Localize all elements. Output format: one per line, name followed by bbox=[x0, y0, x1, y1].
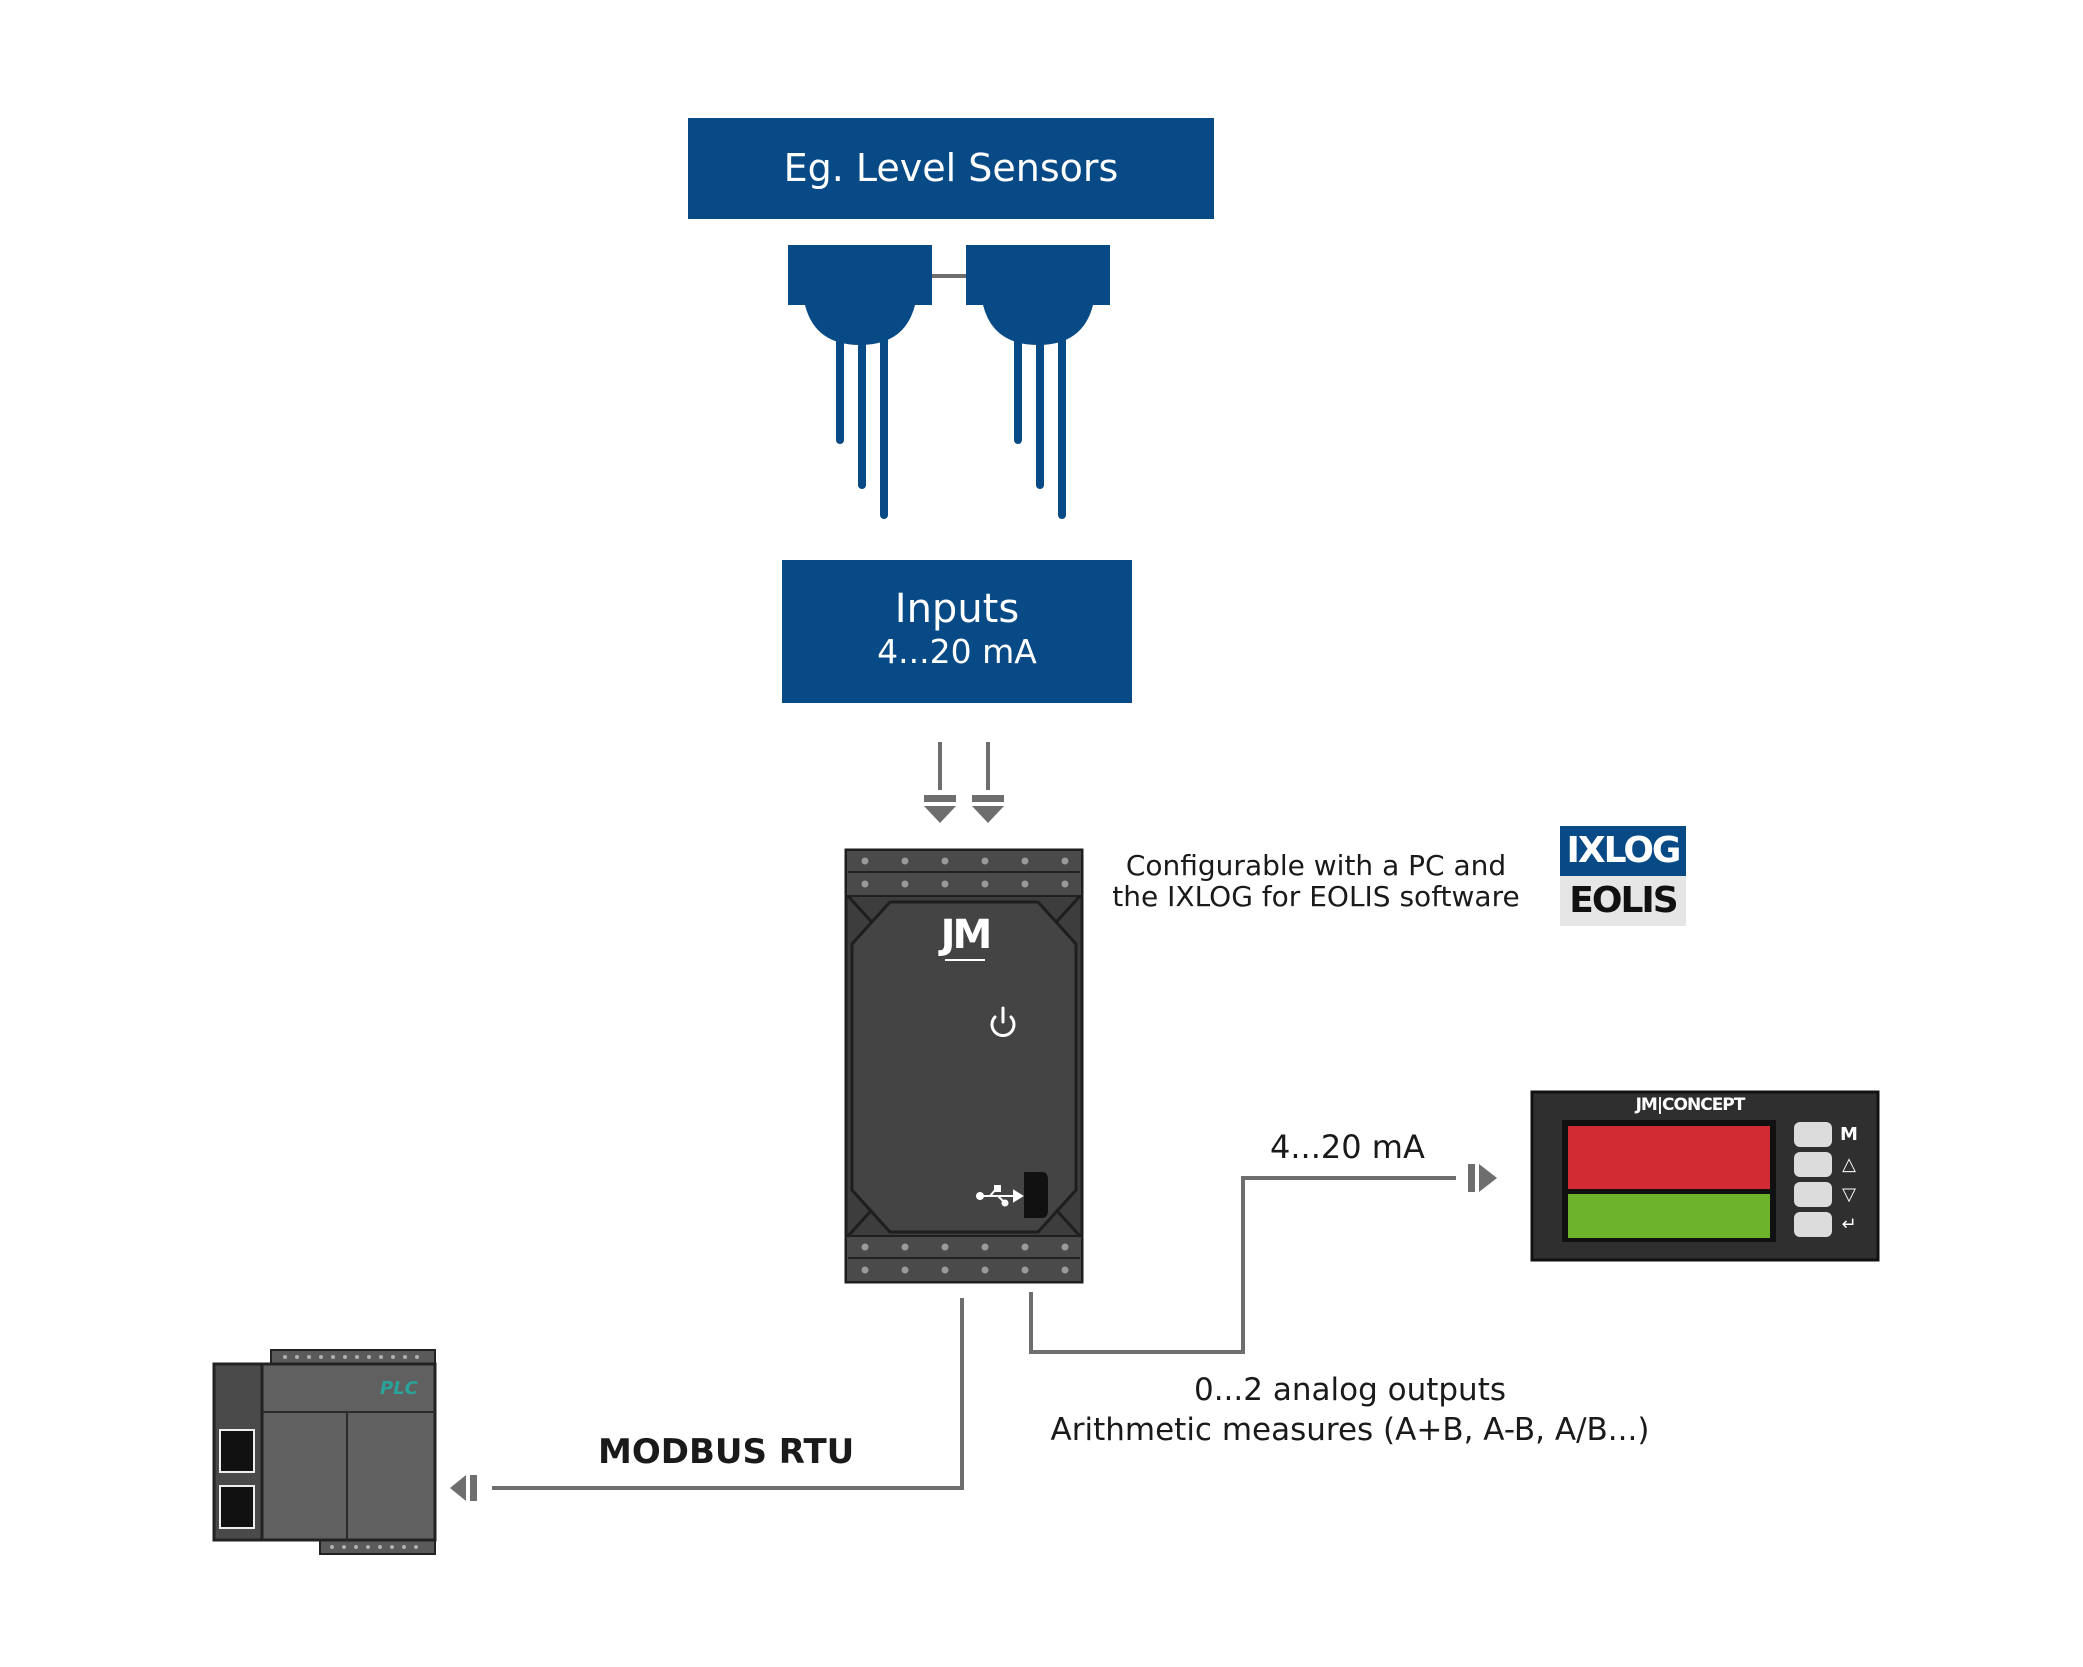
display-button-up: △ bbox=[1842, 1154, 1856, 1175]
analog-link-label: 4...20 mA bbox=[1270, 1128, 1425, 1166]
power-icon bbox=[990, 1006, 1016, 1037]
display-button-enter: ↵ bbox=[1841, 1214, 1857, 1235]
device-brand: JM bbox=[940, 912, 993, 958]
sensors-box-title: Eg. Level Sensors bbox=[783, 146, 1119, 190]
config-note: Configurable with a PC and the IXLOG for… bbox=[1100, 850, 1532, 912]
plc-label: PLC bbox=[380, 1378, 418, 1399]
input-arrows bbox=[924, 742, 1004, 823]
display-button-down: ▽ bbox=[1842, 1184, 1856, 1205]
ixlog-eolis-logo: IXLOG EOLIS bbox=[1560, 826, 1686, 926]
usb-icon bbox=[976, 1185, 1024, 1207]
logo-bottom: EOLIS bbox=[1560, 876, 1686, 926]
modbus-wire bbox=[450, 1298, 964, 1501]
analog-output-wire bbox=[1029, 1164, 1497, 1354]
inputs-box-subtitle: 4...20 mA bbox=[877, 632, 1037, 671]
display-brand: JM|CONCEPT bbox=[1635, 1095, 1746, 1115]
inputs-box: Inputs 4...20 mA bbox=[782, 560, 1132, 703]
inputs-box-title: Inputs bbox=[894, 586, 1020, 632]
level-sensors-icon bbox=[788, 245, 1110, 519]
panel-display-unit bbox=[1530, 1090, 1880, 1262]
plc-device bbox=[212, 1349, 437, 1555]
modbus-label: MODBUS RTU bbox=[598, 1432, 855, 1472]
analog-outputs-note: 0...2 analog outputs Arithmetic measures… bbox=[1030, 1370, 1670, 1450]
config-note-line1: Configurable with a PC and bbox=[1125, 849, 1507, 882]
logo-top: IXLOG bbox=[1560, 826, 1686, 876]
display-button-m: M bbox=[1840, 1124, 1858, 1145]
analog-outputs-line2: Arithmetic measures (A+B, A-B, A/B...) bbox=[1050, 1412, 1650, 1448]
sensors-box: Eg. Level Sensors bbox=[688, 118, 1214, 219]
converter-device bbox=[844, 848, 1084, 1284]
config-note-line2: the IXLOG for EOLIS software bbox=[1112, 880, 1520, 913]
analog-outputs-line1: 0...2 analog outputs bbox=[1193, 1372, 1506, 1408]
